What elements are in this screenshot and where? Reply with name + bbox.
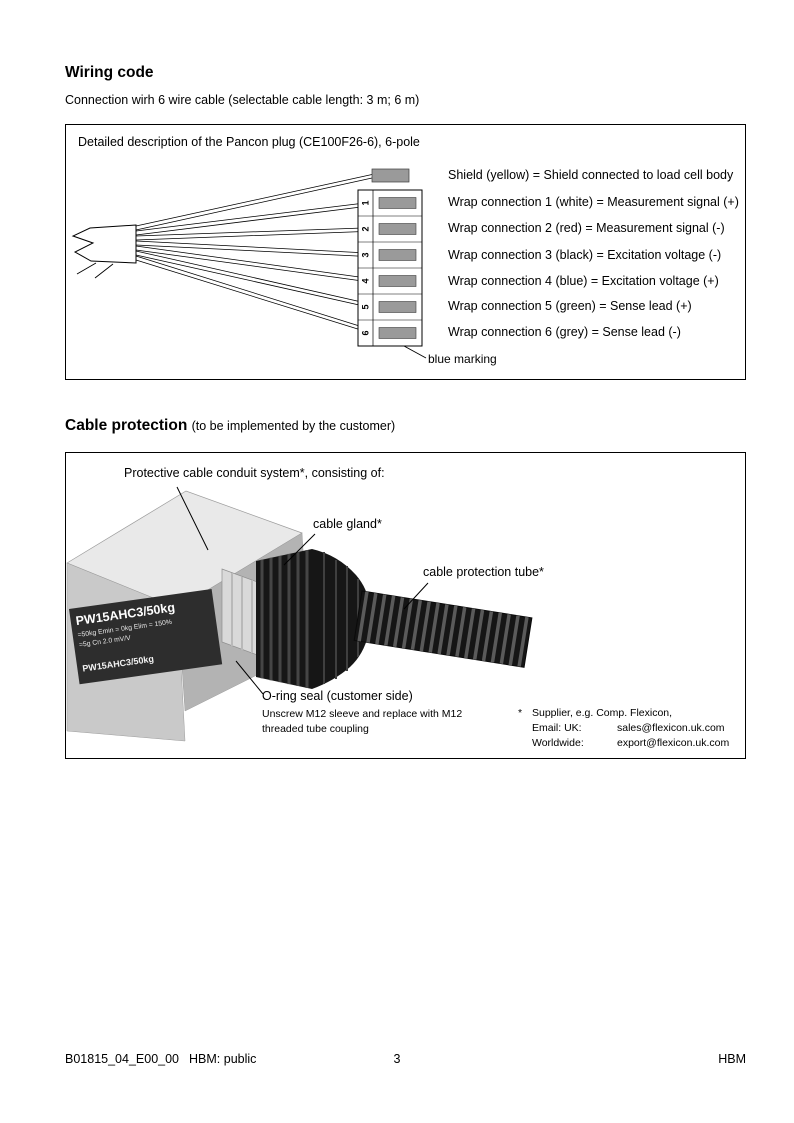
footer-visibility: HBM: public xyxy=(189,1052,257,1066)
pin-number-1: 1 xyxy=(361,200,371,205)
supplier-name: Supplier, e.g. Comp. Flexicon, xyxy=(532,707,673,719)
wiring-diagram-graphic: 1 2 3 4 5 6 xyxy=(71,168,427,359)
leader-lines xyxy=(176,486,429,695)
protection-tube xyxy=(353,590,533,668)
supplier-email-label: Email: UK: xyxy=(532,722,582,734)
pin-number-3: 3 xyxy=(361,252,371,257)
cable-gland-label: cable gland* xyxy=(313,517,382,531)
cable-protection-title: Cable protection xyxy=(65,417,188,434)
footer-brand: HBM xyxy=(718,1052,746,1066)
wire-label-4: Wrap connection 4 (blue) = Excitation vo… xyxy=(448,274,719,288)
wiring-code-heading: Wiring code xyxy=(65,64,154,81)
loadcell-label-plate: PW15AHC3/50kg =50kg Emin = 0kg Elim = 15… xyxy=(68,588,223,685)
cable-protection-photo: PW15AHC3/50kg =50kg Emin = 0kg Elim = 15… xyxy=(66,486,533,742)
pin-number-4: 4 xyxy=(361,278,371,283)
cable-protection-subtitle: (to be implemented by the customer) xyxy=(191,419,396,433)
pin-numbers: 1 2 3 4 5 6 xyxy=(361,200,371,335)
wire-label-shield: Shield (yellow) = Shield connected to lo… xyxy=(448,168,734,182)
wire-label-3: Wrap connection 3 (black) = Excitation v… xyxy=(448,248,722,262)
oring-note-line2: threaded tube coupling xyxy=(262,723,369,735)
shield-pad xyxy=(371,168,410,183)
cable-strands xyxy=(76,262,114,279)
wire-label-1: Wrap connection 1 (white) = Measurement … xyxy=(448,195,739,209)
cable-protection-heading: Cable protection (to be implemented by t… xyxy=(65,417,395,435)
wiring-diagram-panel: 1 2 3 4 5 6 Detailed description of the … xyxy=(65,124,746,380)
gland-ribs xyxy=(260,550,359,688)
pin-number-2: 2 xyxy=(361,226,371,231)
pin-number-5: 5 xyxy=(361,304,371,309)
blue-marking-label: blue marking xyxy=(428,352,497,366)
cable-gland xyxy=(256,549,369,689)
oring-seal-label: O-ring seal (customer side) xyxy=(262,689,413,703)
footer-doc-id: B01815_04_E00_00 xyxy=(65,1052,180,1066)
blue-marking-leader-line xyxy=(403,345,427,359)
supplier-footnote-star: * xyxy=(518,707,523,719)
cable-body xyxy=(71,224,137,264)
cable-protection-tube-label: cable protection tube* xyxy=(423,565,544,579)
supplier-email-value: sales@flexicon.uk.com xyxy=(617,722,725,734)
connector-pads xyxy=(378,197,417,339)
conduit-system-label: Protective cable conduit system*, consis… xyxy=(124,466,385,480)
wires xyxy=(135,174,378,336)
supplier-worldwide-label: Worldwide: xyxy=(532,737,584,749)
wire-label-5: Wrap connection 5 (green) = Sense lead (… xyxy=(448,299,692,313)
wiring-box-caption: Detailed description of the Pancon plug … xyxy=(78,135,420,149)
oring-note-line1: Unscrew M12 sleeve and replace with M12 xyxy=(262,708,463,720)
cable-protection-panel: PW15AHC3/50kg =50kg Emin = 0kg Elim = 15… xyxy=(65,452,746,759)
footer-left: B01815_04_E00_00 HBM: public xyxy=(65,1052,256,1066)
pin-number-6: 6 xyxy=(361,330,371,335)
footer-page-number: 3 xyxy=(393,1052,401,1066)
wire-label-2: Wrap connection 2 (red) = Measurement si… xyxy=(448,221,725,235)
collar-shading xyxy=(231,573,253,653)
connector-cell-lines xyxy=(358,215,422,321)
wiring-intro-text: Connection wirh 6 wire cable (selectable… xyxy=(65,93,420,107)
supplier-worldwide-value: export@flexicon.uk.com xyxy=(617,737,730,749)
wire-label-6: Wrap connection 6 (grey) = Sense lead (-… xyxy=(448,325,681,339)
